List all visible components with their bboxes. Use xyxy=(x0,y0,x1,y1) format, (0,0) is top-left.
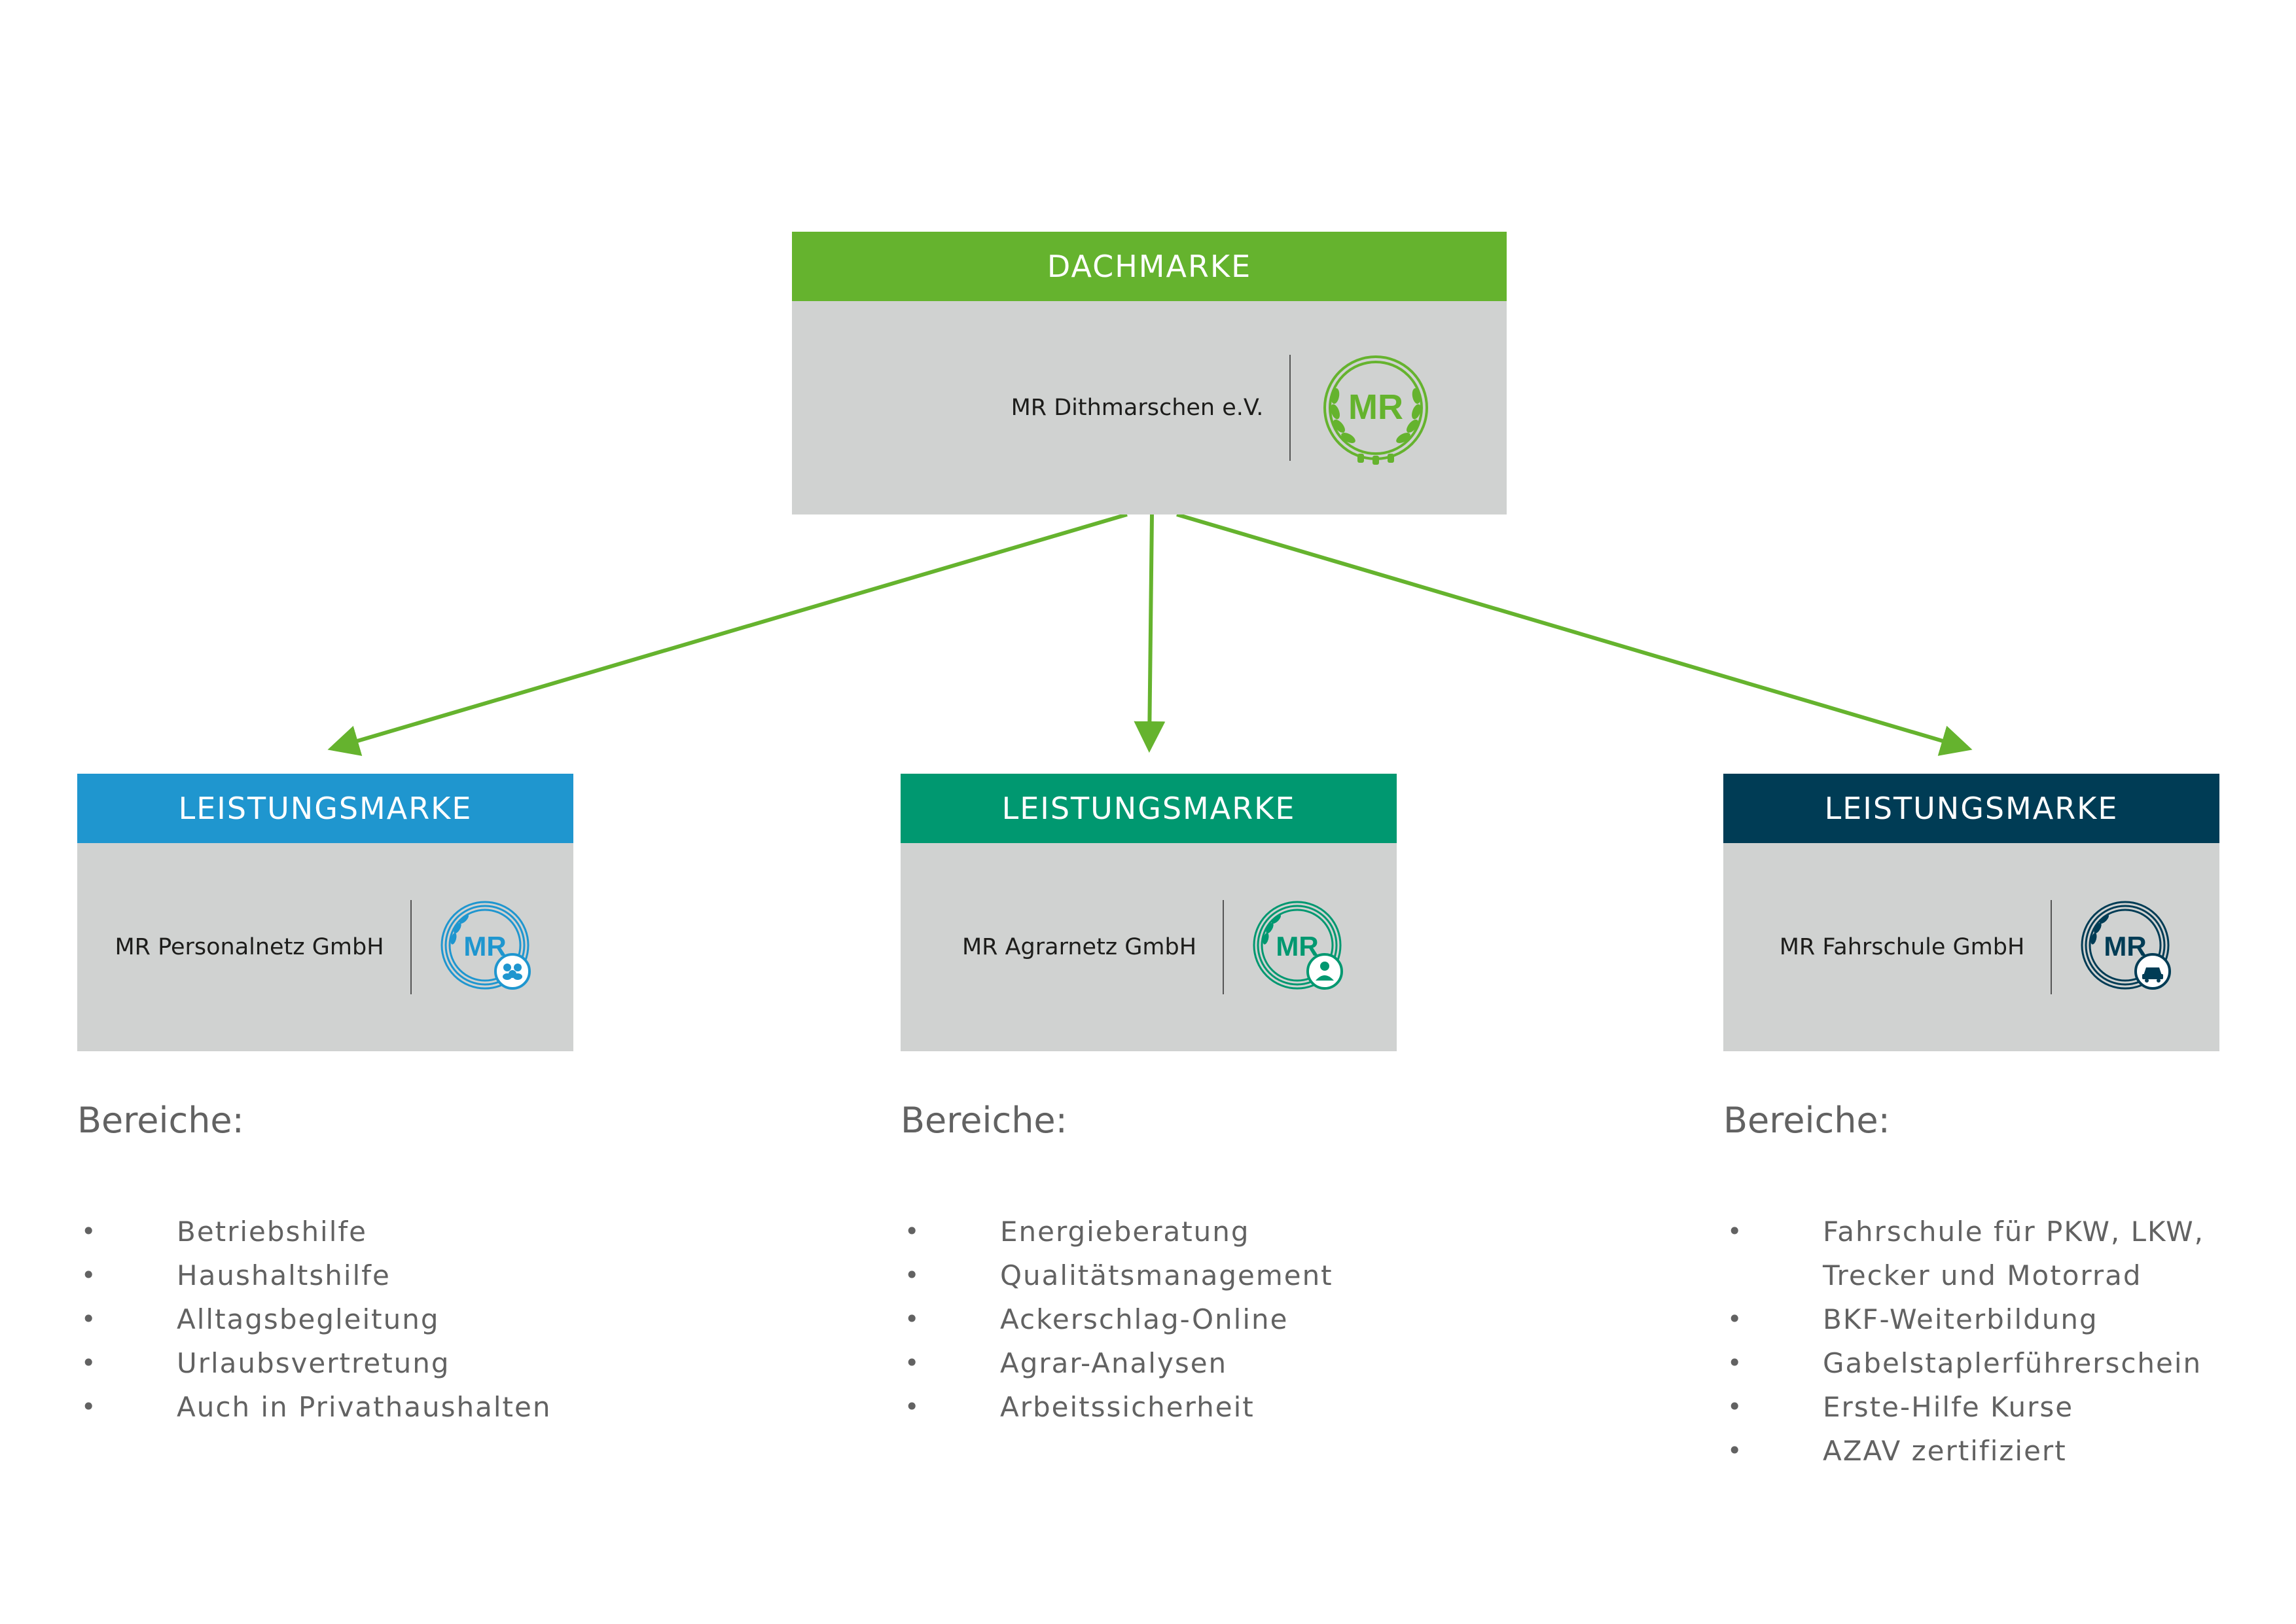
umbrella-divider xyxy=(1289,355,1291,461)
brand-panel: MR Personalnetz GmbH MR xyxy=(77,843,573,1051)
brand-divider xyxy=(410,900,412,994)
svg-text:MR: MR xyxy=(2104,931,2147,962)
section-personalnetz: Bereiche: •Betriebshilfe •Haushaltshilfe… xyxy=(77,1100,666,1429)
brand-header: LEISTUNGSMARKE xyxy=(901,774,1397,843)
list-item: •AZAV zertifiziert xyxy=(1727,1435,2067,1467)
section-title: Bereiche: xyxy=(901,1100,1067,1141)
list-item: •Fahrschule für PKW, LKW, Trecker und Mo… xyxy=(1727,1216,2204,1291)
arrow-to-fahrschule xyxy=(1176,513,1973,756)
section-title: Bereiche: xyxy=(1723,1100,1890,1141)
brand-panel: MR Agrarnetz GmbH MR xyxy=(901,843,1397,1051)
mr-personalnetz-logo-icon: MR xyxy=(440,901,531,990)
list-item: •Betriebshilfe xyxy=(81,1216,368,1248)
list-item: •Arbeitssicherheit xyxy=(905,1391,1255,1423)
people-icon xyxy=(502,964,522,980)
list-item: •Gabelstaplerführerschein xyxy=(1727,1347,2202,1379)
umbrella-company-name: MR Dithmarschen e.V. xyxy=(1011,395,1264,421)
arrow-to-agrarnetz xyxy=(1134,514,1166,753)
company-name: MR Fahrschule GmbH xyxy=(1779,934,2025,960)
mr-logo-icon: MR xyxy=(1323,355,1429,465)
brand-divider xyxy=(2051,900,2053,994)
list-item: •Alltagsbegleitung xyxy=(81,1303,440,1335)
svg-text:MR: MR xyxy=(463,931,506,962)
mr-fahrschule-logo-icon: MR xyxy=(2081,901,2172,990)
section-title: Bereiche: xyxy=(77,1100,244,1141)
section-fahrschule: Bereiche: •Fahrschule für PKW, LKW, Trec… xyxy=(1723,1100,2260,1473)
umbrella-panel: MR Dithmarschen e.V. xyxy=(792,301,1507,514)
section-agrarnetz: Bereiche: •Energieberatung •Qualitätsman… xyxy=(901,1100,1490,1429)
farmer-icon xyxy=(1316,962,1335,981)
svg-text:MR: MR xyxy=(1348,388,1403,427)
umbrella-brand-box: DACHMARKE MR Dithmarschen e.V. xyxy=(792,232,1507,514)
section-list: •Betriebshilfe •Haushaltshilfe •Alltagsb… xyxy=(77,1210,666,1429)
list-item: •Haushaltshilfe xyxy=(81,1259,391,1291)
brand-box-agrarnetz: LEISTUNGSMARKE MR Agrarnetz GmbH MR xyxy=(901,774,1397,1051)
brand-header: LEISTUNGSMARKE xyxy=(1723,774,2219,843)
mr-agrarnetz-logo-icon: MR xyxy=(1253,901,1344,990)
section-list: •Energieberatung •Qualitätsmanagement •A… xyxy=(901,1210,1490,1429)
svg-text:MR: MR xyxy=(1276,931,1318,962)
arrow-to-personalnetz xyxy=(327,513,1128,756)
brand-panel: MR Fahrschule GmbH MR xyxy=(1723,843,2219,1051)
brand-box-personalnetz: LEISTUNGSMARKE MR Personalnetz GmbH MR xyxy=(77,774,573,1051)
section-list: •Fahrschule für PKW, LKW, Trecker und Mo… xyxy=(1723,1210,2260,1473)
list-item: •Auch in Privathaushalten xyxy=(81,1391,552,1423)
list-item: •BKF-Weiterbildung xyxy=(1727,1303,2098,1335)
list-item: •Erste-Hilfe Kurse xyxy=(1727,1391,2074,1423)
list-item: •Qualitätsmanagement xyxy=(905,1259,1333,1291)
list-item: •Urlaubsvertretung xyxy=(81,1347,450,1379)
list-item: •Agrar-Analysen xyxy=(905,1347,1228,1379)
brand-box-fahrschule: LEISTUNGSMARKE MR Fahrschule GmbH MR xyxy=(1723,774,2219,1051)
brand-header: LEISTUNGSMARKE xyxy=(77,774,573,843)
company-name: MR Personalnetz GmbH xyxy=(115,934,384,960)
company-name: MR Agrarnetz GmbH xyxy=(961,934,1197,960)
list-item: •Ackerschlag-Online xyxy=(905,1303,1289,1335)
brand-divider xyxy=(1223,900,1225,994)
umbrella-header: DACHMARKE xyxy=(792,232,1507,301)
car-icon xyxy=(2142,967,2164,983)
list-item: •Energieberatung xyxy=(905,1216,1250,1248)
